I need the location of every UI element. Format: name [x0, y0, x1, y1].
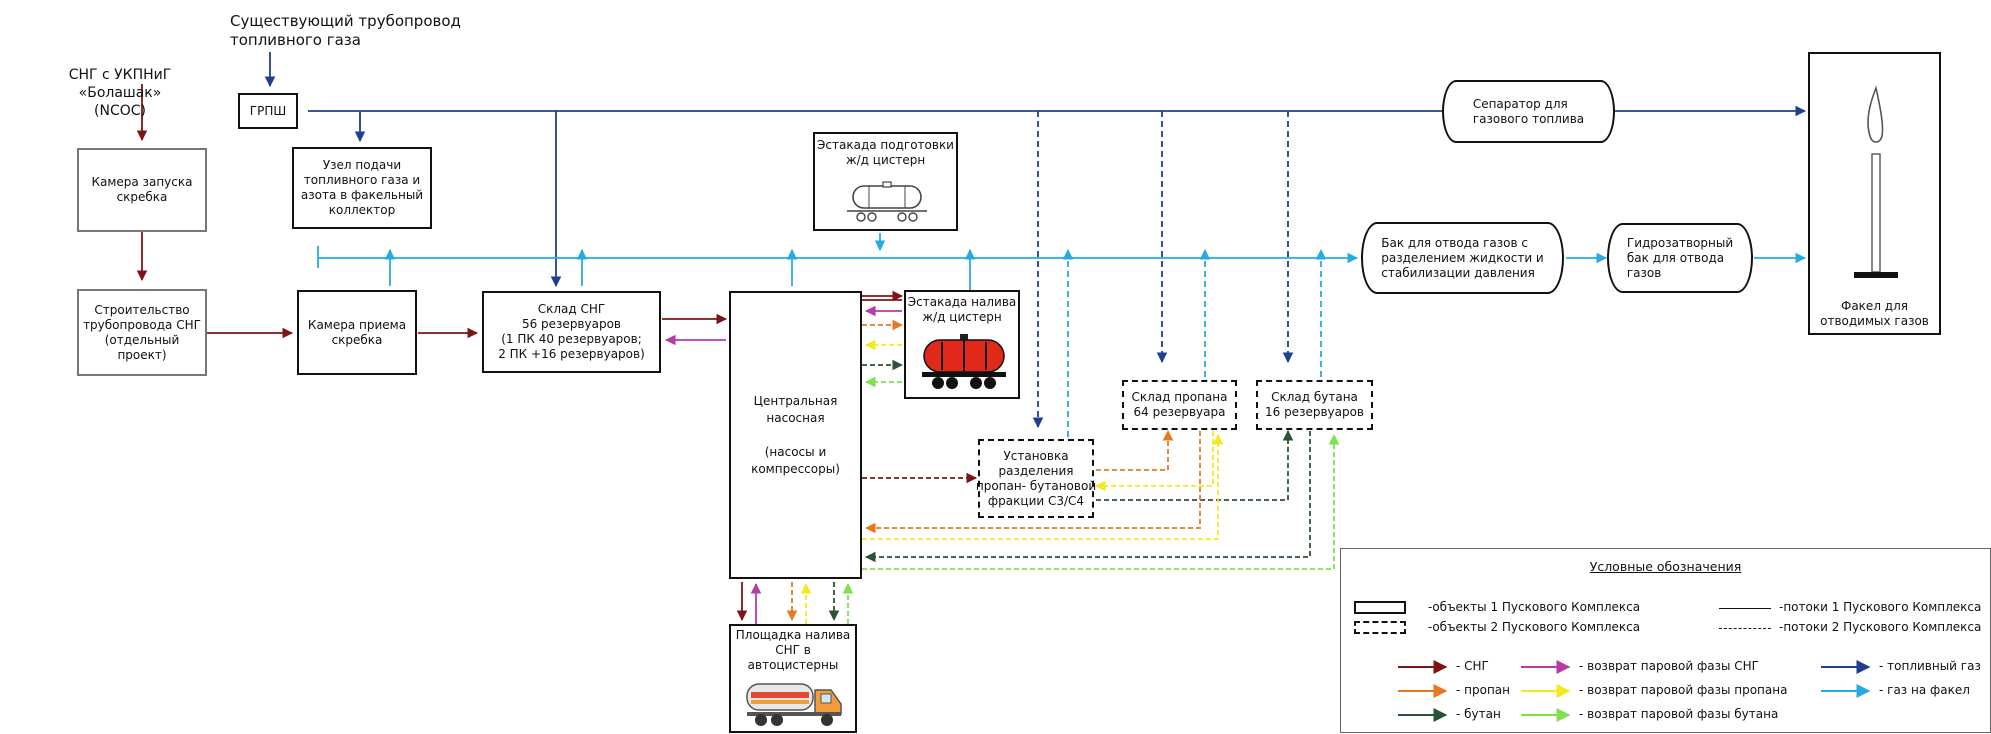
launch-chamber-box[interactable]: Камера запуска скребка — [77, 148, 207, 232]
butane-storage-label: Склад бутана 16 резервуаров — [1264, 390, 1365, 419]
flare-box[interactable]: Факел для отводимых газов — [1808, 52, 1941, 335]
separation-unit-box[interactable]: Установка разделения пропан- бутановой ф… — [975, 439, 1097, 518]
grpsh-label: ГРПШ — [249, 103, 287, 118]
pipeline-construction-label: Строительство трубопровода СНГ (отдельны… — [83, 302, 201, 362]
legend-label-vapor-propane: - возврат паровой фазы пропана — [1579, 683, 1788, 697]
central-pump-box[interactable]: Центральная насосная (насосы и компрессо… — [729, 291, 862, 579]
lpg-storage-box[interactable]: Склад СНГ 56 резервуаров (1 ПК 40 резерв… — [482, 291, 661, 373]
rail-prep-box[interactable]: Эстакада подготовки ж/д цистерн — [813, 132, 958, 231]
legend-label-butane: - бутан — [1456, 707, 1501, 721]
legend-dashed-line-swatch — [1719, 628, 1771, 629]
legend-solid-box-label: -объекты 1 Пускового Комплекса — [1428, 600, 1641, 614]
truck-loading-label: Площадка налива СНГ в автоцистерны — [735, 628, 851, 672]
truck-loading-box[interactable]: Площадка налива СНГ в автоцистерны — [729, 624, 857, 733]
source-label: СНГ с УКПНиГ «Болашак» (NCOC) — [68, 67, 172, 119]
flare-label: Факел для отводимых газов — [1820, 299, 1929, 328]
gas-drain-tank-box[interactable]: Бак для отвода газов с разделением жидко… — [1361, 222, 1564, 294]
propane-storage-box[interactable]: Склад пропана 64 резервуара — [1122, 380, 1237, 430]
receive-chamber-box[interactable]: Камера приема скребка — [297, 290, 417, 375]
legend-label-vapor-lpg: - возврат паровой фазы СНГ — [1579, 659, 1759, 673]
fuel-separator-box[interactable]: Сепаратор для газового топлива — [1442, 80, 1615, 143]
legend-label-propane: - пропан — [1456, 683, 1510, 697]
hydro-seal-tank-box[interactable]: Гидрозатворный бак для отвода газов — [1607, 223, 1753, 293]
rail-tank-car-icon — [847, 181, 927, 222]
receive-chamber-label: Камера приема скребка — [307, 317, 407, 347]
legend-arrows — [1398, 660, 1871, 722]
legend-dashed-box-swatch — [1354, 621, 1406, 634]
legend-label-vapor-butane: - возврат паровой фазы бутана — [1579, 707, 1779, 721]
tank-truck-icon — [746, 683, 842, 726]
legend-label-fuel-gas: - топливный газ — [1879, 659, 1981, 673]
launch-chamber-label: Камера запуска скребка — [91, 175, 193, 204]
hydro-seal-tank-label: Гидрозатворный бак для отвода газов — [1626, 235, 1734, 280]
legend-solid-line-label: -потоки 1 Пускового Комплекса — [1779, 600, 1982, 614]
legend-label-flare-gas: - газ на факел — [1879, 683, 1970, 697]
legend-dashed-box-label: -объекты 2 Пускового Комплекса — [1428, 620, 1641, 634]
legend-label-lpg: - СНГ — [1456, 659, 1489, 673]
legend-solid-line-swatch — [1719, 608, 1771, 609]
legend-panel: Условные обозначения -объекты 1 Пусковог… — [1340, 548, 1991, 733]
rail-loading-box[interactable]: Эстакада налива ж/д цистерн — [904, 290, 1020, 399]
rail-tank-car-red-icon — [922, 334, 1006, 389]
lpg-storage-label: Склад СНГ 56 резервуаров (1 ПК 40 резерв… — [498, 302, 645, 361]
legend-title: Условные обозначения — [1589, 559, 1742, 574]
existing-pipeline-label: Существующий трубопровод топливного газа — [230, 12, 461, 49]
butane-storage-box[interactable]: Склад бутана 16 резервуаров — [1256, 380, 1373, 430]
legend-solid-box-swatch — [1354, 601, 1406, 614]
fuel-node-label: Узел подачи топливного газа и азота в фа… — [300, 158, 424, 217]
fuel-separator-label: Сепаратор для газового топлива — [1472, 96, 1585, 126]
rail-loading-label: Эстакада налива ж/д цистерн — [907, 295, 1017, 324]
rail-prep-label: Эстакада подготовки ж/д цистерн — [817, 138, 954, 167]
propane-storage-label: Склад пропана 64 резервуара — [1131, 390, 1228, 419]
grpsh-box[interactable]: ГРПШ — [238, 93, 298, 129]
separation-unit-label: Установка разделения пропан- бутановой ф… — [975, 448, 1097, 508]
legend-dashed-line-label: -потоки 2 Пускового Комплекса — [1779, 620, 1982, 634]
gas-drain-tank-label: Бак для отвода газов с разделением жидко… — [1381, 235, 1544, 280]
flare-stack-icon — [1854, 85, 1898, 278]
pipeline-construction-box[interactable]: Строительство трубопровода СНГ (отдельны… — [77, 289, 207, 376]
central-pump-label: Центральная насосная (насосы и компрессо… — [751, 393, 840, 476]
fuel-node-box[interactable]: Узел подачи топливного газа и азота в фа… — [292, 147, 432, 229]
